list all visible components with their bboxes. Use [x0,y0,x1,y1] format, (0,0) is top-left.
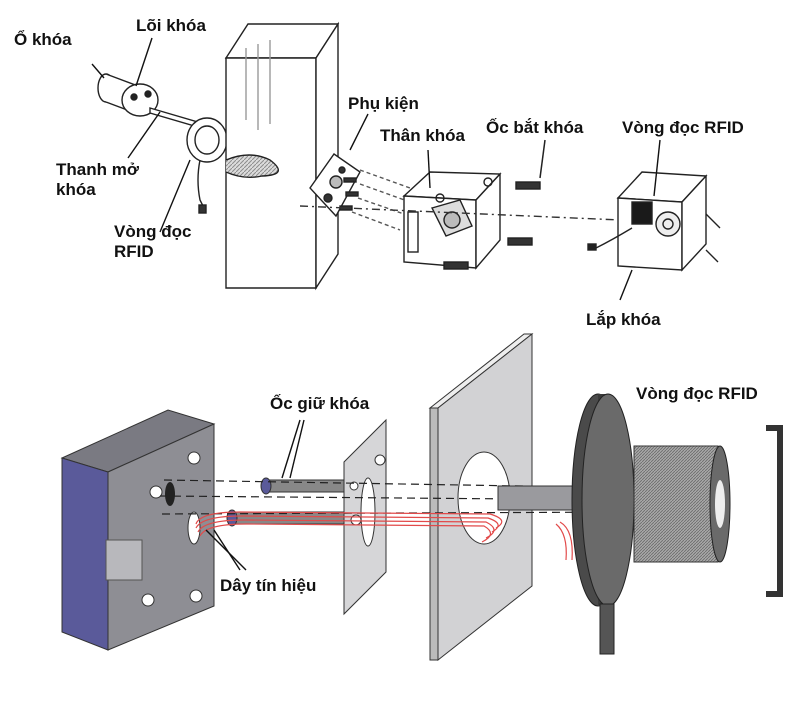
rfid-ring-left [186,117,228,214]
label-vong-doc-rfid-bottom: Vòng đọc RFID [636,384,758,403]
label-vong-doc-rfid-left: Vòng đọc RFID [114,222,192,261]
label-o-khoa: Ổ khóa [14,30,72,49]
lock-screws [443,139,546,270]
rfid-bracket [766,425,783,597]
lock-body-3d [60,409,216,651]
label-thanh-mo-khoa: Thanh mở khóa [56,160,139,199]
bottom-exploded-view [60,332,783,662]
door-slab [428,332,534,662]
label-loi-khoa: Lõi khóa [136,16,206,35]
door-panel [224,21,340,291]
rfid-reader-body [633,445,731,563]
lock-cylinder [97,73,159,117]
label-oc-giu-khoa: Ốc giữ khóa [270,394,370,413]
lock-body [402,171,502,270]
label-oc-bat-khoa: Ốc bắt khóa [486,118,584,137]
label-lap-khoa: Lắp khóa [586,310,661,329]
rfid-reader-assembly [587,171,721,272]
accessory-plate [309,153,411,231]
signal-wires [195,511,573,561]
label-phu-kien: Phụ kiện [348,94,419,113]
label-than-khoa: Thân khóa [380,126,466,145]
label-day-tin-hieu: Dây tín hiệu [220,576,317,595]
label-vong-doc-rfid-right: Vòng đọc RFID [622,118,744,137]
retaining-screws [226,477,355,527]
top-exploded-view [97,21,721,291]
rfid-reader-disc [571,393,635,655]
